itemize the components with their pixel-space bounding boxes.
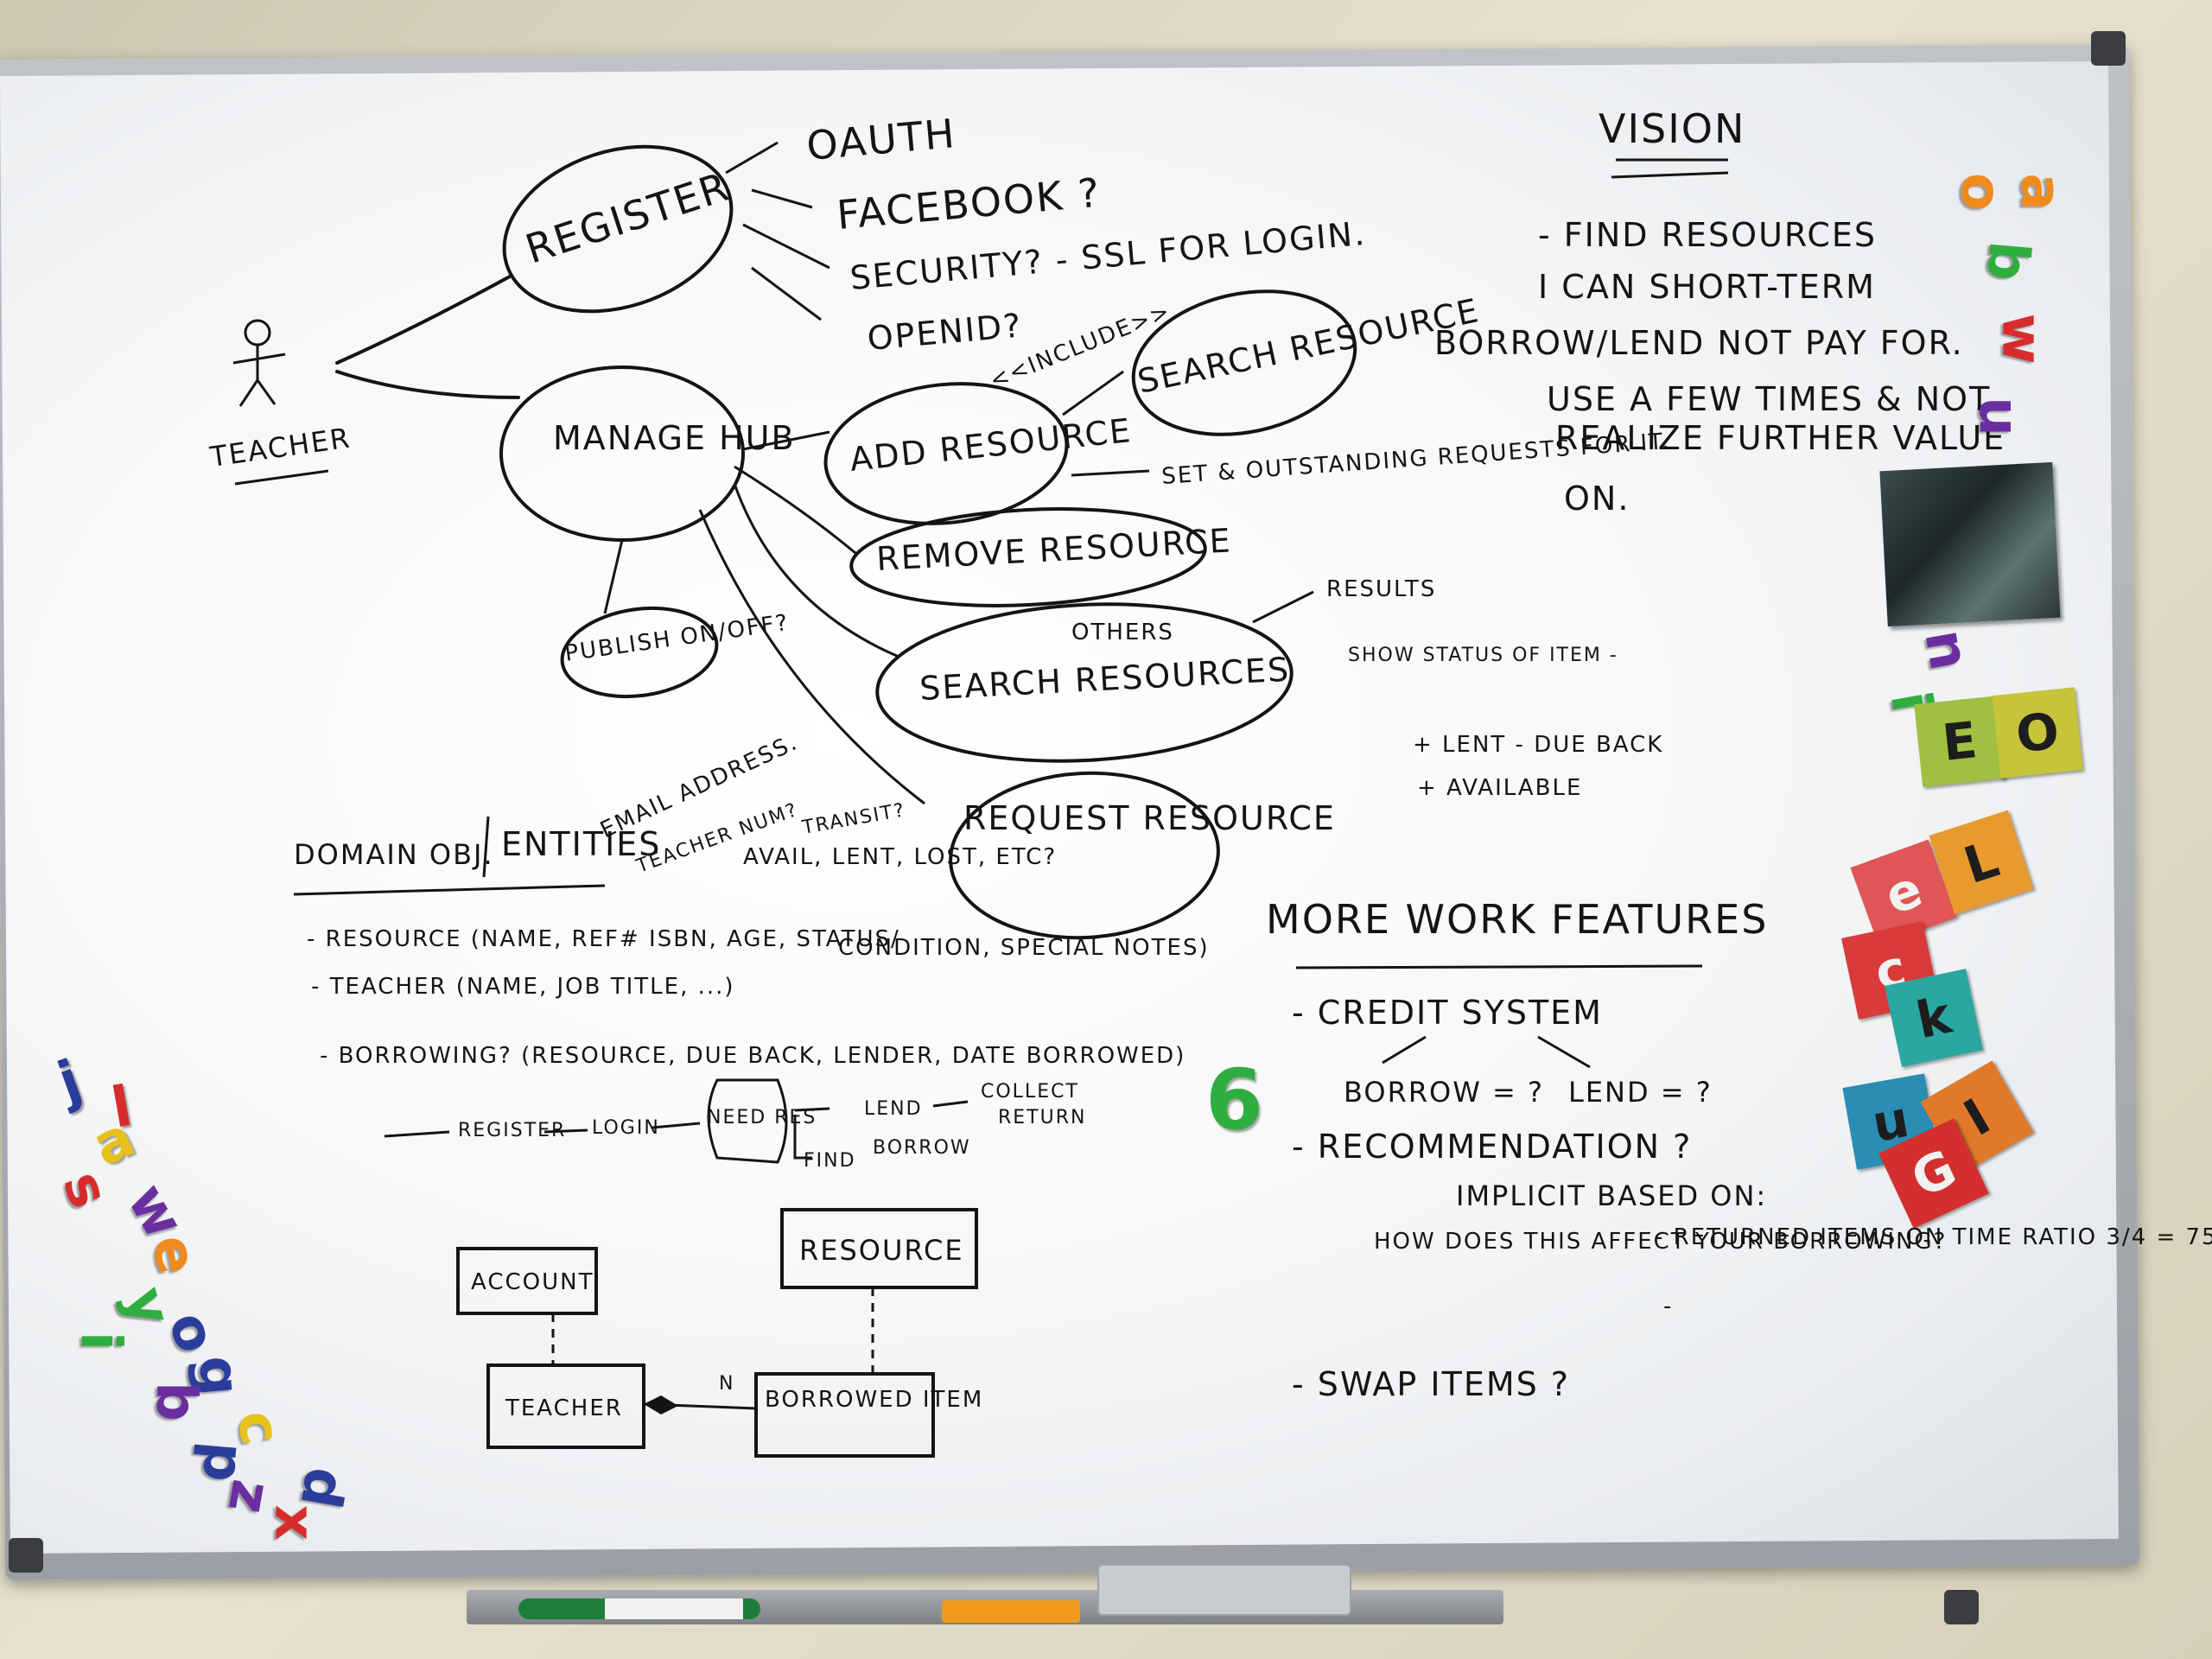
- resource-box: [780, 1208, 978, 1289]
- borrow-line: BORROW = ?: [1344, 1076, 1544, 1109]
- flow-step: LOGIN: [592, 1117, 660, 1139]
- recommendation-line: - RECOMMENDATION ?: [1292, 1128, 1692, 1166]
- letter-magnet[interactable]: w: [1989, 313, 2054, 365]
- how-does-line: HOW DOES THIS AFFECT YOUR BORROWING?: [1374, 1229, 1947, 1255]
- request-resource-label: REQUEST RESOURCE: [963, 799, 1336, 837]
- register-option: OAUTH: [804, 110, 957, 169]
- domain-teacher-line: - TEACHER (NAME, JOB TITLE, ...): [311, 974, 735, 1000]
- resource-label: RESOURCE: [799, 1234, 964, 1267]
- lend-line: LEND = ?: [1568, 1076, 1713, 1109]
- actor-label: TEACHER: [207, 421, 353, 474]
- register-option: OPENID?: [866, 306, 1024, 358]
- add-resource-label: ADD RESOURCE: [848, 411, 1134, 479]
- search-resource-label: SEARCH RESOURCE: [1135, 291, 1483, 401]
- account-label: ACCOUNT: [471, 1269, 594, 1295]
- vision-title: VISION: [1599, 105, 1745, 152]
- orange-marker[interactable]: [942, 1600, 1080, 1623]
- more-work-title: MORE WORK FEATURES: [1266, 896, 1768, 943]
- multiplicity-label: N: [719, 1373, 734, 1395]
- letter-tile[interactable]: E: [1914, 696, 2005, 787]
- others-label: OTHERS: [1071, 620, 1174, 645]
- dash-line: -: [1663, 1294, 1673, 1319]
- letter-magnet[interactable]: b: [143, 1382, 207, 1421]
- account-box: [456, 1247, 598, 1315]
- flow-branch: BORROW: [873, 1137, 971, 1159]
- frame-corner: [9, 1538, 43, 1573]
- vision-line: BORROW/LEND NOT PAY FOR.: [1434, 324, 1964, 362]
- results-note: + LENT - DUE BACK: [1413, 732, 1663, 758]
- domain-title: DOMAIN OBJ.: [294, 838, 494, 871]
- results-note: SHOW STATUS OF ITEM -: [1348, 645, 1618, 666]
- flow-step: RETURN: [998, 1107, 1086, 1128]
- register-label: REGISTER: [520, 163, 735, 273]
- remove-resource-label: REMOVE RESOURCE: [875, 521, 1233, 577]
- flow-step: LEND: [864, 1098, 923, 1120]
- borrowed-item-label: BORROWED ITEM: [765, 1387, 983, 1413]
- photo-magnet[interactable]: [1879, 461, 2061, 627]
- letter-magnet[interactable]: b: [1974, 238, 2041, 284]
- domain-title: ENTITIES: [501, 825, 661, 863]
- implicit-line: IMPLICIT BASED ON:: [1456, 1179, 1767, 1212]
- letter-magnet[interactable]: a: [2008, 173, 2073, 211]
- stick-figure-icon: [232, 319, 286, 407]
- letter-magnet[interactable]: x: [262, 1504, 327, 1541]
- letter-tile[interactable]: O: [1992, 687, 2083, 779]
- register-option: FACEBOOK ?: [835, 168, 1103, 238]
- search-resources-label: SEARCH RESOURCES: [918, 651, 1291, 708]
- results-note: + AVAILABLE: [1417, 775, 1582, 801]
- returned-line: - RETURNED ITEMS ON TIME RATIO 3/4 = 75%…: [1655, 1224, 2212, 1250]
- domain-borrowing-line: - BORROWING? (RESOURCE, DUE BACK, LENDER…: [320, 1043, 1185, 1069]
- borrowed-item-box: [754, 1372, 935, 1458]
- swap-line: - SWAP ITEMS ?: [1292, 1365, 1570, 1403]
- teacher-box: [486, 1363, 645, 1449]
- letter-magnet[interactable]: i: [67, 1332, 132, 1351]
- vision-line: REALIZE FURTHER VALUE: [1555, 419, 2005, 457]
- eraser[interactable]: [1097, 1564, 1351, 1616]
- status-values-note: AVAIL, LENT, LOST, ETC?: [743, 844, 1057, 870]
- credit-line: - CREDIT SYSTEM: [1292, 994, 1603, 1032]
- domain-condition-line: CONDITION, SPECIAL NOTES): [838, 935, 1210, 961]
- vision-line: - FIND RESOURCES: [1538, 216, 1877, 254]
- letter-magnet[interactable]: u: [1966, 397, 2031, 436]
- letter-tile[interactable]: k: [1885, 969, 1983, 1067]
- vision-line: ON.: [1564, 480, 1630, 518]
- vision-line: I CAN SHORT-TERM: [1538, 268, 1876, 306]
- domain-resource-line: - RESOURCE (NAME, REF# ISBN, AGE, STATUS…: [307, 926, 900, 952]
- vision-line: USE A FEW TIMES & NOT: [1547, 380, 1991, 418]
- flow-branch: FIND: [804, 1150, 856, 1172]
- transit-note: TRANSIT?: [800, 799, 907, 839]
- marker-label: [605, 1599, 743, 1619]
- frame-corner: [2091, 31, 2126, 66]
- frame-corner: [1944, 1590, 1979, 1624]
- results-note: RESULTS: [1326, 576, 1436, 602]
- manage-hub-label: MANAGE HUB: [553, 419, 796, 457]
- letter-magnet[interactable]: o: [1948, 173, 2012, 211]
- teacher-label: TEACHER: [505, 1395, 623, 1421]
- flow-step: COLLECT: [981, 1081, 1079, 1103]
- green-digit-magnet[interactable]: 6: [1205, 1052, 1263, 1148]
